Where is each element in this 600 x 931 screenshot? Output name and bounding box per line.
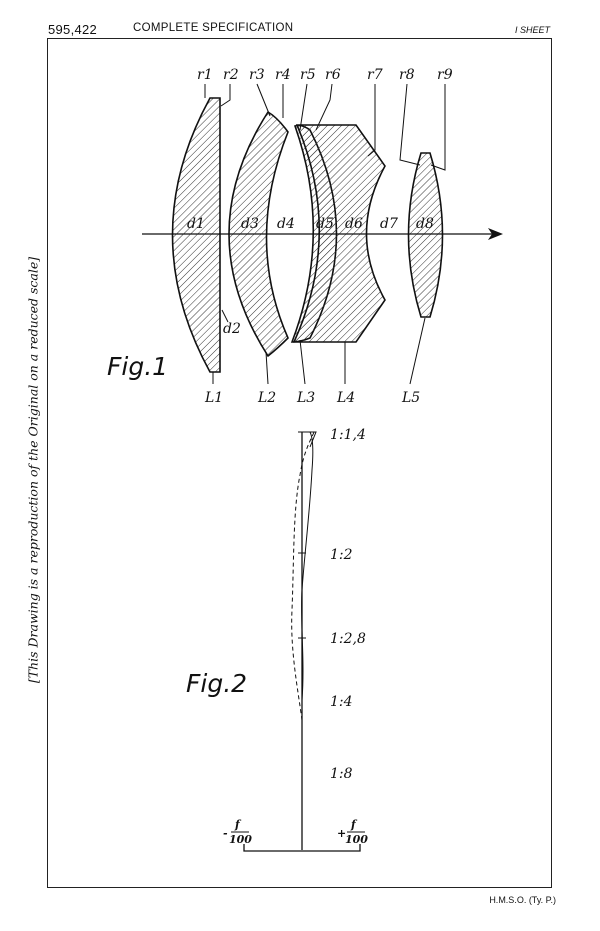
leader-r8 [399, 83, 421, 166]
aperture-label-1-4: 1:4 [330, 694, 353, 710]
label-r6: r6 [325, 67, 341, 83]
label-r7: r7 [367, 67, 383, 83]
fig2-aberration-plot: 1:1,4 1:2 1:2,8 1:4 1:8 - f 100 + f 100 … [186, 427, 368, 852]
fig2-solid-curve [301, 431, 314, 701]
leader-r3 [256, 83, 271, 117]
aperture-label-1-8: 1:8 [330, 766, 353, 782]
fig2-dashed-curve [291, 431, 315, 721]
label-d5: d5 [316, 216, 334, 232]
label-l1: L1 [204, 390, 223, 406]
label-l2: L2 [257, 390, 276, 406]
fig1-title: Fig.1 [107, 352, 168, 381]
label-d6: d6 [345, 216, 363, 232]
label-d1: d1 [187, 216, 205, 232]
axis-arrow-icon [488, 228, 503, 240]
sheet-label: I SHEET [514, 25, 550, 35]
scale-minus-denominator: 100 [229, 833, 252, 846]
label-d8: d8 [416, 216, 434, 232]
label-r1: r1 [197, 67, 213, 83]
label-l5: L5 [401, 390, 420, 406]
fig2-top-marker [302, 431, 317, 448]
label-r3: r3 [249, 67, 265, 83]
scale-plus-numerator: f [350, 818, 358, 831]
fig1-lens-system: r1 r2 r3 r4 r5 r6 r7 r8 r9 d1 d2 d3 d4 d… [107, 67, 503, 406]
specification-title: COMPLETE SPECIFICATION [133, 22, 294, 34]
label-r9: r9 [437, 67, 453, 83]
aperture-label-1-2-8: 1:2,8 [330, 631, 366, 647]
scale-minus-fraction: - f 100 [223, 818, 252, 846]
leader-l5 [409, 317, 426, 385]
label-r5: r5 [300, 67, 316, 83]
leader-l3 [299, 339, 306, 385]
leader-r6 [315, 83, 333, 131]
label-d3: d3 [241, 216, 259, 232]
fig2-scale-bar [243, 844, 361, 852]
drawing-frame [47, 38, 552, 888]
leader-d2 [221, 309, 229, 323]
specification-number: 595,422 [48, 22, 98, 37]
label-d7: d7 [380, 216, 398, 232]
scale-minus-sign: - [223, 827, 228, 840]
label-l4: L4 [336, 390, 355, 406]
aperture-label-1-1-4: 1:1,4 [330, 427, 366, 443]
leader-r9 [430, 84, 446, 171]
leader-l2 [265, 351, 269, 385]
printer-credit: H.M.S.O. (Ty. P.) [489, 895, 556, 905]
leader-r5 [299, 83, 308, 131]
label-d4: d4 [277, 216, 295, 232]
leader-r7 [367, 84, 376, 157]
lens-l1 [171, 97, 221, 373]
label-r4: r4 [275, 67, 291, 83]
fig2-title: Fig.2 [186, 669, 247, 698]
label-l3: L3 [296, 390, 315, 406]
label-r8: r8 [399, 67, 415, 83]
label-r2: r2 [223, 67, 239, 83]
aperture-label-1-2: 1:2 [330, 547, 353, 563]
lens-l5 [407, 152, 444, 318]
label-d2: d2 [223, 321, 241, 337]
leader-r2 [220, 84, 231, 107]
scale-plus-fraction: + f 100 [337, 818, 368, 846]
scale-minus-numerator: f [234, 818, 242, 831]
scale-plus-denominator: 100 [345, 833, 368, 846]
scale-plus-sign: + [337, 827, 346, 840]
